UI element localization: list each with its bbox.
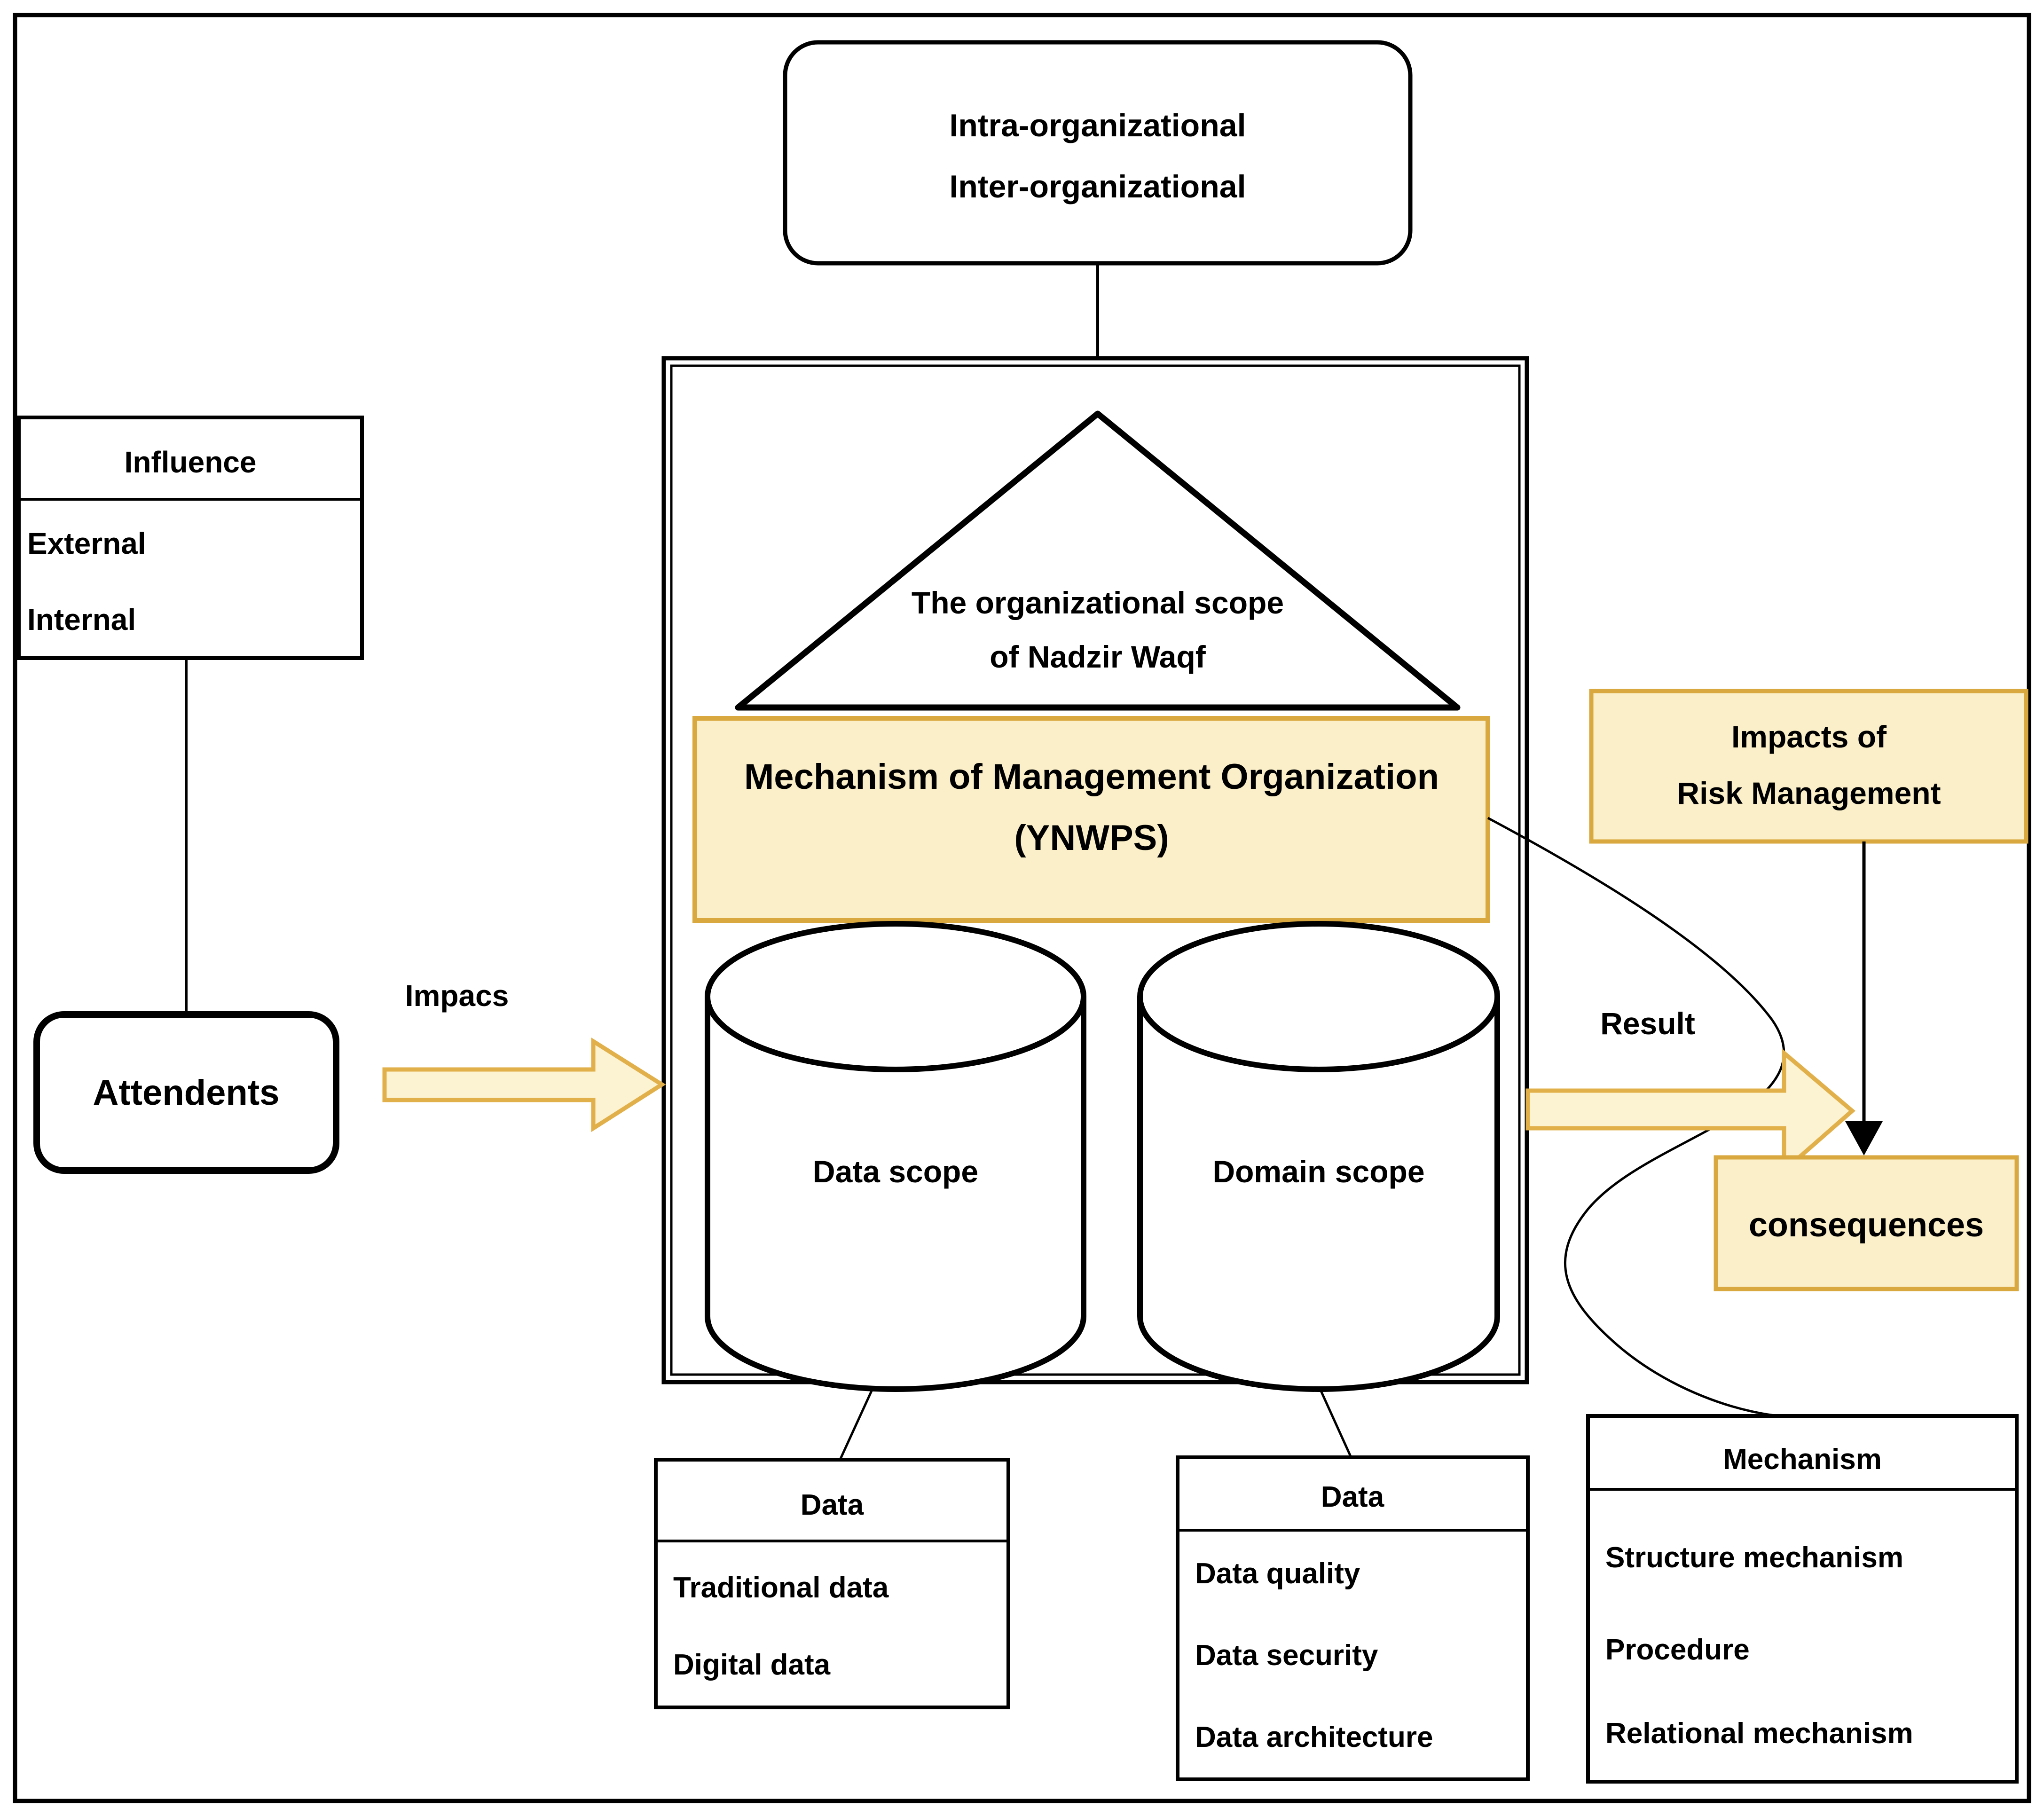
data-scope-cylinder-top: [705, 921, 1086, 1072]
s-curve-connector: [1487, 817, 1799, 1419]
domain-scope-cylinder-body: [1137, 997, 1500, 1392]
data-scope-label: Data scope: [813, 1154, 978, 1189]
data-table-middle-header: Data: [1321, 1481, 1384, 1513]
top-box-line1: Intra-organizational: [950, 108, 1246, 143]
consequences-label: consequences: [1749, 1206, 1984, 1244]
down-arrow-head: [1845, 1121, 1883, 1156]
impacs-label: Impacs: [405, 979, 509, 1013]
mechanism-table-header: Mechanism: [1723, 1443, 1882, 1476]
result-arrow: [1525, 1048, 1855, 1175]
data-table-middle-row-architecture: Data architecture: [1195, 1721, 1433, 1753]
mechanism-of-management-box: [692, 716, 1490, 923]
attendents-box: [33, 1011, 339, 1174]
domain-scope-label: Domain scope: [1212, 1154, 1424, 1189]
impacts-box-line1: Impacts of: [1731, 719, 1887, 754]
influence-row-external: External: [27, 527, 146, 560]
impacts-of-risk-management-box: [1589, 689, 2028, 844]
triangle-line2: of Nadzir Waqf: [990, 639, 1206, 674]
data-table-left-row-digital: Digital data: [673, 1649, 831, 1681]
mechanism-box-line2: (YNWPS): [1014, 818, 1169, 858]
influence-table-header: Influence: [125, 445, 257, 479]
mechanism-row-structure: Structure mechanism: [1605, 1541, 1903, 1574]
data-table-left: [654, 1458, 1010, 1709]
mechanism-box-line1: Mechanism of Management Organization: [744, 757, 1439, 797]
intra-inter-organizational-box: [783, 40, 1413, 266]
impacts-box-line2: Risk Management: [1677, 776, 1941, 810]
connector-datascope-to-table: [839, 1386, 875, 1461]
mechanism-row-procedure: Procedure: [1605, 1634, 1750, 1666]
data-table-middle: [1176, 1455, 1530, 1781]
consequences-box: [1714, 1155, 2019, 1291]
influence-row-internal: Internal: [27, 603, 136, 637]
connector-domainscope-to-table: [1318, 1386, 1352, 1458]
triangle-line1: The organizational scope: [912, 585, 1284, 620]
impacs-arrow: [382, 1037, 666, 1132]
domain-scope-cylinder-top: [1137, 921, 1500, 1072]
data-scope-cylinder-body: [705, 997, 1086, 1392]
data-table-left-row-traditional: Traditional data: [673, 1572, 889, 1604]
data-table-middle-row-security: Data security: [1195, 1639, 1378, 1672]
attendents-label: Attendents: [93, 1073, 280, 1113]
top-box-line2: Inter-organizational: [950, 169, 1246, 204]
result-label: Result: [1600, 1006, 1695, 1041]
data-table-middle-row-quality: Data quality: [1195, 1557, 1360, 1590]
data-table-left-header: Data: [801, 1489, 864, 1521]
mechanism-table: [1586, 1414, 2019, 1784]
organizational-scope-triangle: [735, 410, 1461, 711]
influence-table: [17, 416, 364, 660]
mechanism-row-relational: Relational mechanism: [1605, 1717, 1913, 1750]
